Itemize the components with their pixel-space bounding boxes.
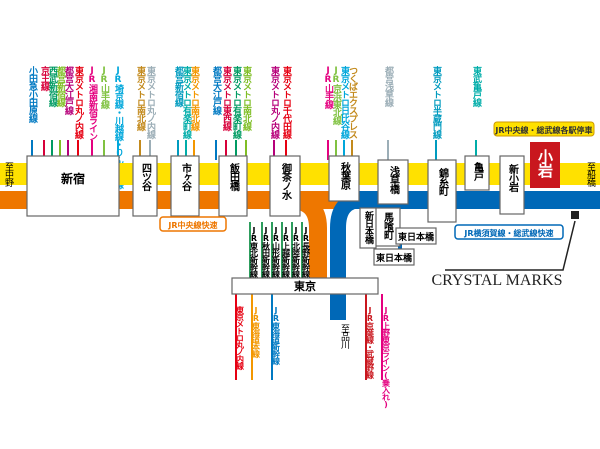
- sobu-rapid-badge: JR横須賀線・総武線快速: [454, 224, 564, 240]
- line-label-kameido-0: 東武亀戸線: [471, 65, 482, 108]
- station-kameido-box[interactable]: 亀戸: [464, 155, 490, 191]
- line-label-shinjuku-6: JR湘南新宿ライン: [87, 66, 98, 141]
- station-ichigaya: 市ヶ谷: [180, 162, 192, 192]
- station-higashi-nihombashi-2: 東日本橋: [376, 252, 413, 264]
- station-shin-nihombashi-box[interactable]: 新日本橋: [359, 207, 377, 249]
- station-ichigaya-box[interactable]: 市ヶ谷: [170, 155, 200, 217]
- line-label-yotsuya-0: 東京メトロ南北線: [135, 65, 146, 132]
- station-shinkoiwa: 新小岩: [507, 163, 520, 193]
- station-yotsuya: 四ツ谷: [140, 163, 152, 192]
- station-higashi-nihombashi: 東日本橋: [398, 231, 435, 243]
- direction-shinagawa: 至品川: [339, 324, 350, 349]
- station-asakusabashi: 浅草橋: [388, 165, 400, 195]
- line-label-shinjuku-1: 京王線: [39, 65, 50, 92]
- line-label-ochanomizu-1: 東京メトロ千代田線: [281, 65, 293, 140]
- station-shinjuku-box[interactable]: 新宿: [26, 155, 120, 217]
- sobu-rapid-band: [345, 191, 600, 209]
- tokyo-lower-label-2: JR東海道新幹線: [271, 306, 281, 366]
- line-label-ichigaya-1: 東京メトロ有楽町線: [181, 65, 192, 140]
- local-stop-badge: JR中央線・総武線各駅停車: [493, 121, 595, 137]
- station-shinkoiwa-box[interactable]: 新小岩: [499, 155, 525, 215]
- chuo-rapid-badge: JR中央線快速: [159, 216, 227, 232]
- station-akihabara-box[interactable]: 秋葉原: [328, 155, 360, 202]
- line-label-yotsuya-1: 東京メトロ丸ノ内線: [145, 65, 157, 140]
- tokyo-lower-label-4: JR上野東京ライン(乗入れ): [382, 306, 391, 408]
- station-akihabara: 秋葉原: [339, 161, 352, 191]
- line-label-iidabashi-0: 都営大江戸線: [211, 65, 223, 116]
- direction-funabashi: 至船橋: [585, 162, 596, 188]
- tokyo-upper-label-3: JR上越新幹線: [281, 226, 291, 279]
- tokyo-upper-label-0: JR東北新幹線: [249, 226, 259, 279]
- station-shinjuku: 新宿: [61, 171, 85, 186]
- station-kinshicho-box[interactable]: 錦糸町: [427, 159, 457, 223]
- line-label-ichigaya-0: 都営新宿線: [173, 65, 185, 108]
- line-label-shinjuku-0: 小田急小田原線: [27, 65, 39, 124]
- brand-name: CRYSTAL MARKS: [431, 272, 562, 289]
- line-label-kinshicho-0: 東京メトロ半蔵門線: [431, 65, 442, 140]
- svg-text:JR中央線・総武線各駅停車: JR中央線・総武線各駅停車: [494, 125, 592, 135]
- tokyo-lower-label-3: JR京葉線・武蔵野線: [365, 306, 375, 380]
- station-kinshicho: 錦糸町: [437, 167, 450, 197]
- line-label-shinjuku-4: 都営大江戸線: [63, 65, 75, 116]
- station-iidabashi-box[interactable]: 飯田橋: [218, 155, 248, 217]
- line-label-iidabashi-1: 東京メトロ東西線: [221, 65, 232, 132]
- sobu-rapid-to-tokyo: [330, 192, 363, 320]
- station-higashi-nihombashi-box[interactable]: 東日本橋: [395, 227, 437, 245]
- station-tokyo: 東京: [294, 279, 316, 293]
- station-koiwa-box[interactable]: 小岩: [530, 142, 560, 188]
- tokyo-upper-label-2: JR山形新幹線: [271, 226, 281, 279]
- station-kameido: 亀戸: [472, 161, 484, 182]
- line-label-shinjuku-2: 西武新宿線: [47, 66, 58, 108]
- station-ochanomizu-box[interactable]: 御茶ノ水: [269, 155, 301, 217]
- line-label-shinjuku-3: 都営新宿線: [55, 65, 67, 108]
- direction-nakano: 至中野: [3, 162, 14, 187]
- line-label-akihabara-1: JR京浜東北線: [331, 66, 342, 126]
- station-higashi-nihombashi-2-box[interactable]: 東日本橋: [373, 248, 415, 266]
- line-label-iidabashi-2: 東京メトロ有楽町線: [231, 65, 242, 140]
- line-label-akihabara-2: 東京メトロ日比谷線: [339, 65, 350, 140]
- tokyo-lower-label-1: JR東海道本線: [252, 306, 261, 359]
- line-label-shinjuku-8: JR埼京線・川越線・りんかい線: [113, 66, 125, 190]
- station-bakurocho: 馬喰町: [382, 212, 394, 241]
- tokyo-upper-label-4: JR北陸新幹線: [291, 226, 301, 279]
- tokyo-lower-label-0: 東京メトロ丸ノ内線: [235, 305, 245, 371]
- station-iidabashi: 飯田橋: [228, 162, 241, 192]
- tokyo-upper-label-5: JR長野新幹線: [301, 226, 311, 279]
- line-label-shinjuku-5: 東京メトロ丸ノ内線: [73, 65, 85, 140]
- line-label-asakusabashi-0: 都営浅草線: [383, 65, 395, 108]
- station-shin-nihombashi: 新日本橋: [363, 210, 374, 245]
- station-koiwa: 小岩: [536, 149, 554, 179]
- station-asakusabashi-box[interactable]: 浅草橋: [377, 159, 409, 205]
- station-yotsuya-box[interactable]: 四ツ谷: [132, 155, 158, 217]
- line-label-shinjuku-7: JR山手線: [99, 66, 110, 110]
- line-label-akihabara-3: つくばエクスプレス: [347, 66, 358, 139]
- station-tokyo-box[interactable]: 東京: [231, 277, 379, 295]
- station-ochanomizu: 御茶ノ水: [280, 162, 293, 201]
- line-label-ichigaya-2: 東京メトロ南北線: [189, 65, 200, 132]
- site-marker: [571, 211, 579, 219]
- site-pointer-line: [445, 220, 576, 271]
- svg-text:JR横須賀線・総武線快速: JR横須賀線・総武線快速: [463, 228, 553, 238]
- tokyo-upper-label-1: JR秋田新幹線: [261, 226, 271, 279]
- svg-text:JR中央線快速: JR中央線快速: [167, 220, 217, 230]
- line-label-iidabashi-3: 東京メトロ南北線: [241, 65, 252, 132]
- line-label-ochanomizu-0: 東京メトロ丸ノ内線: [269, 65, 281, 140]
- line-label-akihabara-0: JR山手線: [323, 66, 334, 110]
